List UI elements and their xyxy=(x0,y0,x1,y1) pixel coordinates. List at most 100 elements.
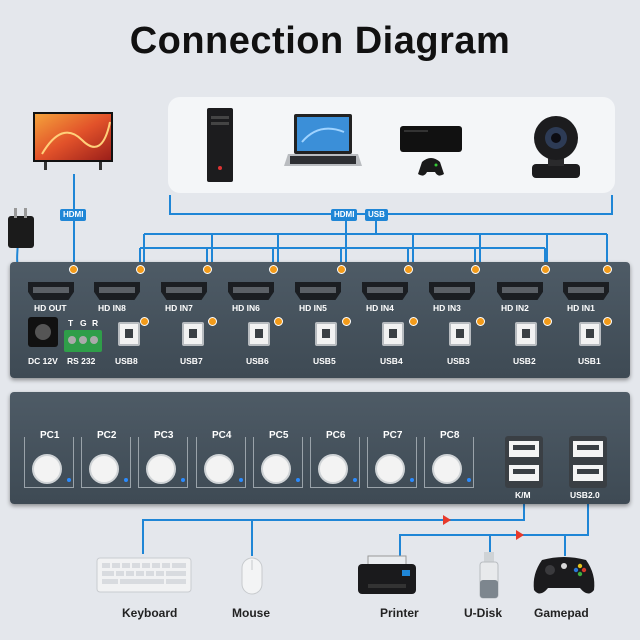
pc5-led xyxy=(296,478,300,482)
usb5-port xyxy=(315,322,337,346)
pc3-outline xyxy=(138,437,188,488)
flow-arrow xyxy=(443,515,451,525)
hd-in2-label: HD IN2 xyxy=(501,303,529,313)
pc-hdmi-tag: HDMI xyxy=(331,209,358,221)
port-dot xyxy=(337,265,346,274)
usb1-label: USB1 xyxy=(578,356,601,366)
hdmi-in3-port xyxy=(429,282,475,300)
ptz-camera-icon xyxy=(526,112,586,182)
usb4-port xyxy=(382,322,404,346)
kvm-front-panel: PC1 PC2 PC3 PC4 PC5 PC6 PC7 PC8 K/M USB2… xyxy=(10,392,630,504)
rs232-pin-t: T xyxy=(68,318,74,328)
hdmi-in6-port xyxy=(228,282,274,300)
mouse-label: Mouse xyxy=(232,606,271,620)
pc8-led xyxy=(467,478,471,482)
port-dot xyxy=(274,317,283,326)
pc7-led xyxy=(410,478,414,482)
keyboard-icon xyxy=(96,556,192,594)
pc1-outline xyxy=(24,437,74,488)
gamepad-icon xyxy=(530,554,598,598)
hdmi-in2-port xyxy=(497,282,543,300)
rs232-pin-r: R xyxy=(92,318,99,328)
pc7-button[interactable] xyxy=(375,454,405,484)
pc8-label: PC8 xyxy=(440,430,460,441)
pc3-button[interactable] xyxy=(146,454,176,484)
mouse-icon xyxy=(240,556,264,596)
pc2-button[interactable] xyxy=(89,454,119,484)
tv-hdmi-tag: HDMI xyxy=(60,209,87,221)
usb7-port xyxy=(182,322,204,346)
pc7-label: PC7 xyxy=(383,430,403,441)
port-dot xyxy=(269,265,278,274)
power-adapter-icon xyxy=(6,206,36,250)
pc4-label: PC4 xyxy=(212,430,232,441)
port-dot xyxy=(603,317,612,326)
hd-in1-label: HD IN1 xyxy=(567,303,595,313)
usb5-label: USB5 xyxy=(313,356,336,366)
usb1-port xyxy=(579,322,601,346)
pc2-led xyxy=(124,478,128,482)
port-dot xyxy=(136,265,145,274)
usb8-port xyxy=(118,322,140,346)
pc4-button[interactable] xyxy=(204,454,234,484)
hdmi-out-port xyxy=(28,282,74,300)
usb2-front-port xyxy=(569,436,607,488)
hdmi-in1-port xyxy=(563,282,609,300)
hdmi-in7-port xyxy=(161,282,207,300)
dc-12v-label: DC 12V xyxy=(28,356,58,366)
hdmi-in8-port xyxy=(94,282,140,300)
udisk-label: U-Disk xyxy=(464,606,503,620)
laptop-icon xyxy=(284,112,362,178)
usb6-port xyxy=(248,322,270,346)
dc-power-jack xyxy=(28,317,58,347)
km-usb-port xyxy=(505,436,543,488)
port-dot xyxy=(541,265,550,274)
pc5-outline xyxy=(253,437,303,488)
usb2-port xyxy=(515,322,537,346)
pc3-led xyxy=(181,478,185,482)
hd-in3-label: HD IN3 xyxy=(433,303,461,313)
pc2-label: PC2 xyxy=(97,430,117,441)
pc1-button[interactable] xyxy=(32,454,62,484)
pc6-label: PC6 xyxy=(326,430,346,441)
port-dot xyxy=(409,317,418,326)
hd-in7-label: HD IN7 xyxy=(165,303,193,313)
pc8-outline xyxy=(424,437,474,488)
rs232-label: RS 232 xyxy=(67,356,96,366)
keyboard-label: Keyboard xyxy=(122,606,178,620)
pc4-led xyxy=(239,478,243,482)
pc7-outline xyxy=(367,437,417,488)
pc5-button[interactable] xyxy=(261,454,291,484)
rs232-pin-g: G xyxy=(80,318,87,328)
pc6-outline xyxy=(310,437,360,488)
port-dot xyxy=(208,317,217,326)
rs232-terminal xyxy=(64,330,102,352)
pc1-label: PC1 xyxy=(40,430,60,441)
usb3-port xyxy=(449,322,471,346)
pc-usb-tag: USB xyxy=(365,209,388,221)
usb4-label: USB4 xyxy=(380,356,403,366)
printer-label: Printer xyxy=(380,606,419,620)
port-dot xyxy=(471,265,480,274)
km-label: K/M xyxy=(515,490,531,500)
pc6-button[interactable] xyxy=(318,454,348,484)
desktop-tower-icon xyxy=(205,108,235,184)
port-dot xyxy=(140,317,149,326)
printer-icon xyxy=(356,554,418,598)
usb3-label: USB3 xyxy=(447,356,470,366)
port-dot xyxy=(404,265,413,274)
pc8-button[interactable] xyxy=(432,454,462,484)
flow-arrow xyxy=(516,530,524,540)
game-console-icon xyxy=(398,124,464,180)
pc6-led xyxy=(353,478,357,482)
pc5-label: PC5 xyxy=(269,430,289,441)
port-dot xyxy=(69,265,78,274)
hd-in8-label: HD IN8 xyxy=(98,303,126,313)
port-dot xyxy=(203,265,212,274)
port-dot xyxy=(342,317,351,326)
usb8-label: USB8 xyxy=(115,356,138,366)
usb6-label: USB6 xyxy=(246,356,269,366)
usb7-label: USB7 xyxy=(180,356,203,366)
gamepad-label: Gamepad xyxy=(534,606,589,620)
hd-in5-label: HD IN5 xyxy=(299,303,327,313)
